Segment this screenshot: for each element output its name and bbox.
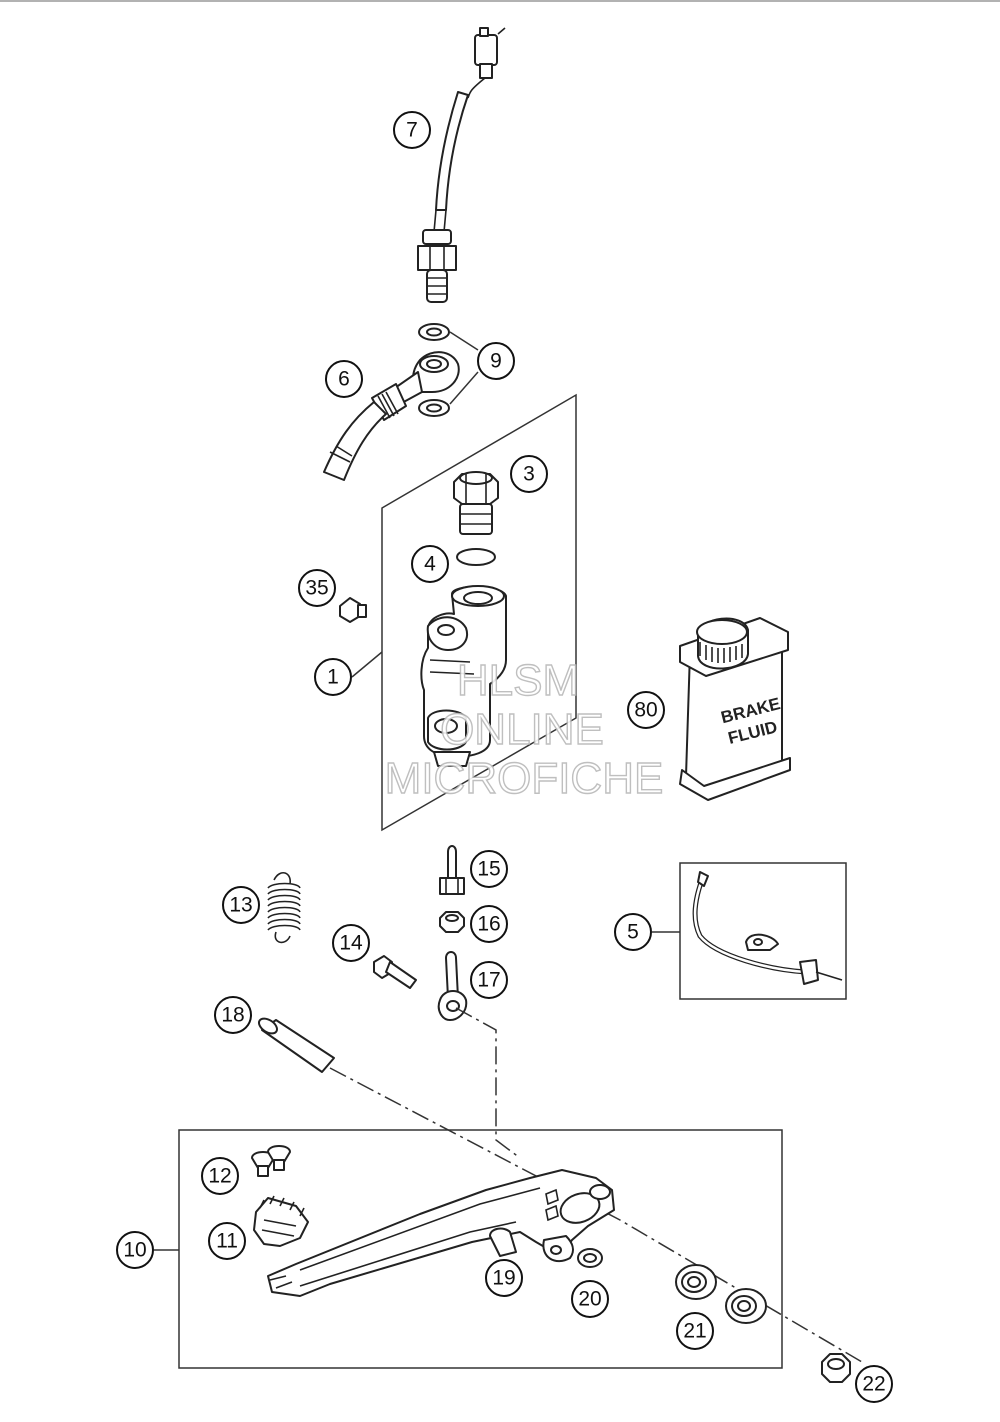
svg-text:5: 5 <box>627 921 639 944</box>
svg-text:6: 6 <box>338 368 350 391</box>
pedal-step-plate <box>253 1195 309 1247</box>
callout-3: 3 <box>510 455 548 493</box>
pivot-pin <box>257 1017 335 1073</box>
o-ring <box>456 548 496 566</box>
svg-text:22: 22 <box>862 1373 885 1396</box>
callout-11: 11 <box>208 1222 246 1260</box>
cable-frame <box>679 862 847 1000</box>
callout-7: 6 <box>325 360 363 398</box>
bearing-2 <box>725 1288 767 1324</box>
svg-text:4: 4 <box>424 553 436 576</box>
screw <box>339 597 367 623</box>
callout-1: 1 <box>314 658 352 696</box>
svg-text:21: 21 <box>683 1320 706 1343</box>
callout-10: 10 <box>116 1231 154 1269</box>
svg-text:14: 14 <box>339 932 363 955</box>
callout-5: 5 <box>614 913 652 951</box>
svg-text:19: 19 <box>492 1267 515 1290</box>
brake-light-switch <box>417 27 506 303</box>
watermark-microfiche: MICROFICHE <box>385 754 664 803</box>
wiring-cable <box>692 871 843 985</box>
callout-80: 80 <box>627 691 665 729</box>
axis-line-pin <box>329 1067 863 1363</box>
washer-lower <box>418 399 450 417</box>
watermark: HLSM ONLINE MICROFICHE <box>384 655 664 803</box>
svg-text:13: 13 <box>229 894 252 917</box>
clevis-fork <box>437 951 468 1021</box>
push-rod <box>439 845 465 895</box>
callout-21: 21 <box>676 1312 714 1350</box>
svg-text:80: 80 <box>634 699 657 722</box>
callout-12: 12 <box>201 1157 239 1195</box>
svg-text:20: 20 <box>578 1288 601 1311</box>
axis-line-clevis <box>455 1007 521 1159</box>
svg-text:18: 18 <box>221 1004 244 1027</box>
pedal-nut <box>821 1353 851 1383</box>
svg-text:9: 9 <box>490 350 502 373</box>
master-cylinder <box>420 585 507 767</box>
svg-text:12: 12 <box>208 1165 231 1188</box>
svg-text:35: 35 <box>305 577 328 600</box>
brake-pedal <box>267 1169 615 1297</box>
callout-22: 22 <box>855 1365 893 1403</box>
callout-20: 20 <box>571 1280 609 1318</box>
washer-upper <box>418 323 450 341</box>
svg-text:10: 10 <box>123 1239 146 1262</box>
svg-text:1: 1 <box>327 666 339 689</box>
brake-line <box>323 351 460 481</box>
brake-fluid-bottle: BRAKE FLUID <box>679 617 791 801</box>
watermark-online: ONLINE <box>440 705 604 754</box>
callout-14: 14 <box>332 924 370 962</box>
bearing-1 <box>675 1264 717 1300</box>
step-screws <box>251 1145 291 1177</box>
leader-lines <box>154 331 680 1251</box>
callout-4: 4 <box>411 545 449 583</box>
callout-9: 9 <box>477 342 515 380</box>
callout-6: 7 <box>393 111 431 149</box>
bolt <box>373 955 417 989</box>
reservoir-fitting <box>453 471 499 535</box>
callout-13: 13 <box>222 886 260 924</box>
svg-text:7: 7 <box>406 119 418 142</box>
watermark-hlsm: HLSM <box>457 656 579 705</box>
pedal-frame <box>178 1129 783 1369</box>
svg-text:15: 15 <box>477 858 500 881</box>
bushing <box>577 1248 603 1268</box>
nut <box>439 911 465 933</box>
callout-16: 16 <box>470 905 508 943</box>
return-spring <box>267 872 301 944</box>
svg-text:11: 11 <box>216 1230 238 1253</box>
svg-text:17: 17 <box>477 969 500 992</box>
callout-18: 18 <box>214 996 252 1034</box>
callout-35: 35 <box>298 569 336 607</box>
callout-19: 19 <box>485 1259 523 1297</box>
master-cylinder-frame <box>381 393 577 832</box>
svg-text:16: 16 <box>477 913 500 936</box>
callout-15: 15 <box>470 850 508 888</box>
callout-17: 17 <box>470 961 508 999</box>
svg-text:3: 3 <box>523 463 535 486</box>
